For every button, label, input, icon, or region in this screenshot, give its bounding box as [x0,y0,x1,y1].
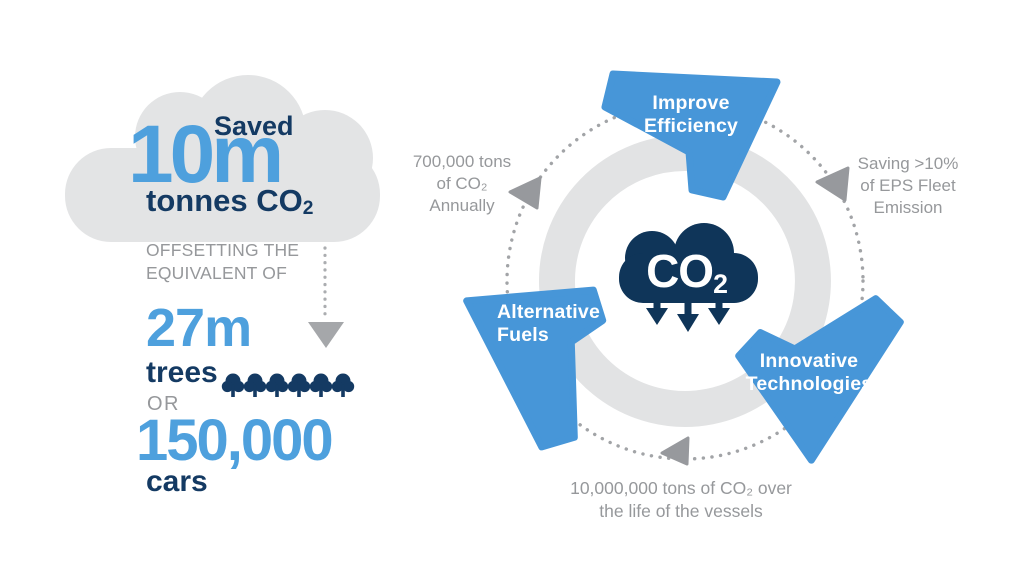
cars-value: 150,000 [136,408,334,473]
saved-value: 10m [128,109,284,200]
annotation-annual-savings: 700,000 tons of CO₂ Annually [397,151,527,217]
cycle-ring [539,135,831,427]
segment-label-line: Improve [652,92,730,114]
annotation-line: of EPS Fleet [860,176,956,196]
saved-unit: tonnes CO2 [146,183,313,219]
offsetting-line-2: EQUIVALENT OF [146,263,288,284]
co2-subscript: 2 [713,268,728,299]
or-label: OR [147,393,180,415]
tree-icon [309,373,333,397]
saved-unit-text: tonnes CO [146,183,303,218]
offsetting-line-1: OFFSETTING THE [146,240,300,260]
annotation-line: the life of the vessels [599,500,763,521]
segment-label-innovative-technologies: Innovative Technologies [719,350,899,396]
trees-value: 27m [146,298,252,358]
annotation-line: 700,000 tons [412,152,512,171]
offsetting-caption: OFFSETTING THE EQUIVALENT OF [146,239,299,285]
co2-text: CO [646,245,714,297]
annotation-line: 10,000,000 tons of CO₂ over [570,478,792,498]
segment-label-improve-efficiency: Improve Efficiency [601,92,781,138]
saved-label: Saved [214,111,294,141]
cycle-arrowhead-bottom-icon [660,436,690,466]
trees-label: trees [146,356,218,389]
cars-label: cars [146,465,208,498]
co2-cloud-shape [619,223,758,332]
annotation-fleet-emission: Saving >10% of EPS Fleet Emission [838,153,978,219]
annotation-line: of CO₂ [436,174,488,194]
co2-center-label: CO2 [617,244,757,299]
tree-icon [265,373,289,397]
annotation-vessel-lifetime: 10,000,000 tons of CO₂ over the life of … [556,477,806,523]
segment-label-alternative-fuels: Alternative Fuels [497,301,637,347]
annotation-line: Emission [873,198,943,218]
cycle-direction-arrows [508,166,850,466]
tree-icon [287,373,311,397]
saved-cloud-shape [65,75,380,242]
cycle-arrowhead-right-icon [815,166,850,202]
down-arrow-icon [308,322,344,348]
annotation-line: Saving >10% [857,154,959,173]
co2-down-arrows-icon [646,296,730,332]
tree-icon [221,373,245,397]
saved-unit-subscript: 2 [302,197,314,219]
segment-label-line: Efficiency [643,115,739,137]
cycle-arrowhead-left-icon [508,176,542,210]
segment-label-line: Alternative [497,301,600,323]
segment-label-line: Innovative [759,350,859,372]
annotation-line: Annually [429,196,495,216]
tree-icon [243,373,267,397]
segment-label-line: Fuels [497,324,549,346]
tree-icons-row [221,373,355,397]
segment-label-line: Technologies [745,373,873,395]
tree-icon [331,373,355,397]
